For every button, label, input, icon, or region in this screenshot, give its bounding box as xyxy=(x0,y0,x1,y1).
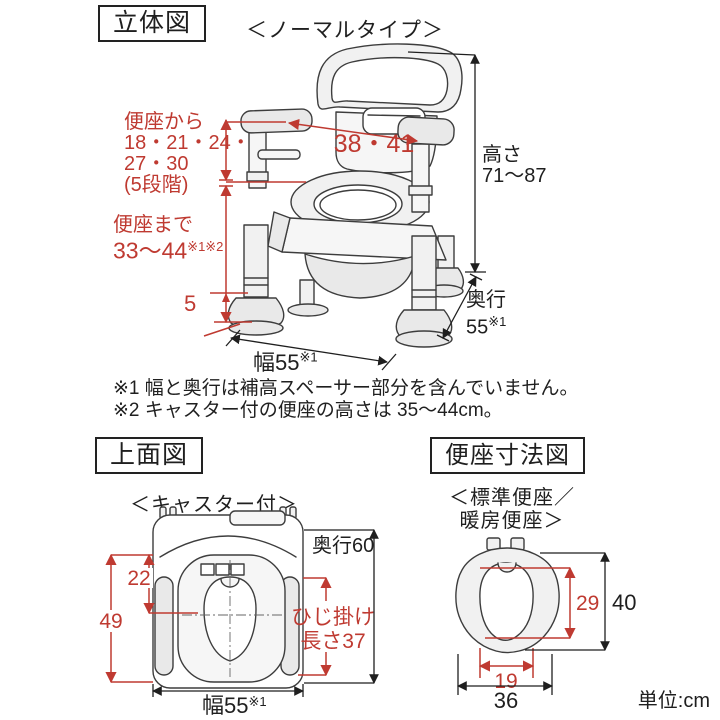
seat-to-value: 33〜44 xyxy=(113,237,188,264)
dim-armrest-line2: 長さ37 xyxy=(300,630,365,653)
seat-view-subtitle-line2: 暖房便座＞ xyxy=(459,510,565,532)
top-width-sup: ※1 xyxy=(248,694,266,709)
dim-spacer-height: 5 xyxy=(184,291,197,316)
dim-top-width: 幅55※1 xyxy=(202,693,267,718)
width-sup: ※1 xyxy=(299,349,318,365)
seat-from-line3: 27・30 xyxy=(124,153,189,175)
dim-seat-width: 36 xyxy=(494,688,518,713)
depth-label: 奥行 xyxy=(466,289,506,311)
top-view-title: 上面図 xyxy=(110,441,189,469)
dim-armrest-line1: ひじ掛け xyxy=(291,606,375,629)
seat-view-drawing: 29 19 40 36 xyxy=(455,537,636,713)
dim-between-armrests: 38・41 xyxy=(334,130,415,158)
footnote-2: ※2 キャスター付の便座の高さは 35〜44cm。 xyxy=(113,400,503,421)
perspective-title: 立体図 xyxy=(113,9,192,37)
height-value: 71〜87 xyxy=(482,165,547,187)
dim-seat-to-label: 便座まで 33〜44※1※2 xyxy=(113,215,223,264)
top-width-value: 幅55 xyxy=(202,693,248,718)
seat-view-title: 便座寸法図 xyxy=(445,442,570,469)
depth-value: 55 xyxy=(466,316,489,339)
seat-to-line1: 便座まで xyxy=(113,214,193,236)
top-view-drawing: 22 49 ひじ掛け 長さ37 奥行60 幅55※1 xyxy=(97,506,379,718)
perspective-title-box: 立体図 xyxy=(98,5,207,42)
seat-view-subtitle: ＜標準便座／ 暖房便座＞ xyxy=(432,487,592,533)
seat-dimensions: 29 19 40 36 xyxy=(457,552,636,713)
dim-width-label: 幅55※1 xyxy=(253,345,318,377)
dim-top-depth: 奥行60 xyxy=(312,534,374,557)
seat-view-subtitle-line1: ＜標準便座／ xyxy=(449,487,575,509)
toilet-3d-drawing xyxy=(227,43,465,348)
perspective-subtitle: ＜ノーマルタイプ＞ xyxy=(246,19,444,42)
dim-height-label: 高さ 71〜87 xyxy=(482,145,547,187)
seat-from-line1: 便座から xyxy=(124,111,204,133)
seat-drawing xyxy=(455,537,560,654)
perspective-drawing: 38・41 xyxy=(203,43,486,371)
seat-to-sup: ※1※2 xyxy=(187,239,224,254)
height-label: 高さ xyxy=(482,144,522,166)
seat-from-line4: (5段階) xyxy=(124,174,189,196)
seat-from-line2: 18・21・24・ xyxy=(124,132,251,154)
top-view-title-box: 上面図 xyxy=(95,437,204,474)
unit-note: 単位:cm xyxy=(637,690,710,712)
perspective-black-dimensions xyxy=(225,51,486,371)
dim-seat-height: 40 xyxy=(612,590,636,615)
top-view-body xyxy=(152,506,304,689)
width-value: 幅55 xyxy=(253,350,300,375)
dim-opening-height: 29 xyxy=(576,592,599,615)
footnote-1: ※1 幅と奥行は補高スペーサー部分を含んでいません。 xyxy=(113,378,579,399)
dim-depth-label: 奥行 55※1 xyxy=(466,290,506,339)
perspective-red-dimensions: 38・41 xyxy=(203,118,419,337)
dim-rear-to-hinge: 22 xyxy=(127,567,150,590)
depth-sup: ※1 xyxy=(488,314,507,329)
dim-rear-to-front: 49 xyxy=(99,610,122,633)
top-view-dimensions: 22 49 ひじ掛け 長さ37 奥行60 幅55※1 xyxy=(97,529,379,718)
seat-view-title-box: 便座寸法図 xyxy=(430,437,585,474)
dim-seat-from-label: 便座から 18・21・24・ 27・30 (5段階) xyxy=(124,112,251,196)
